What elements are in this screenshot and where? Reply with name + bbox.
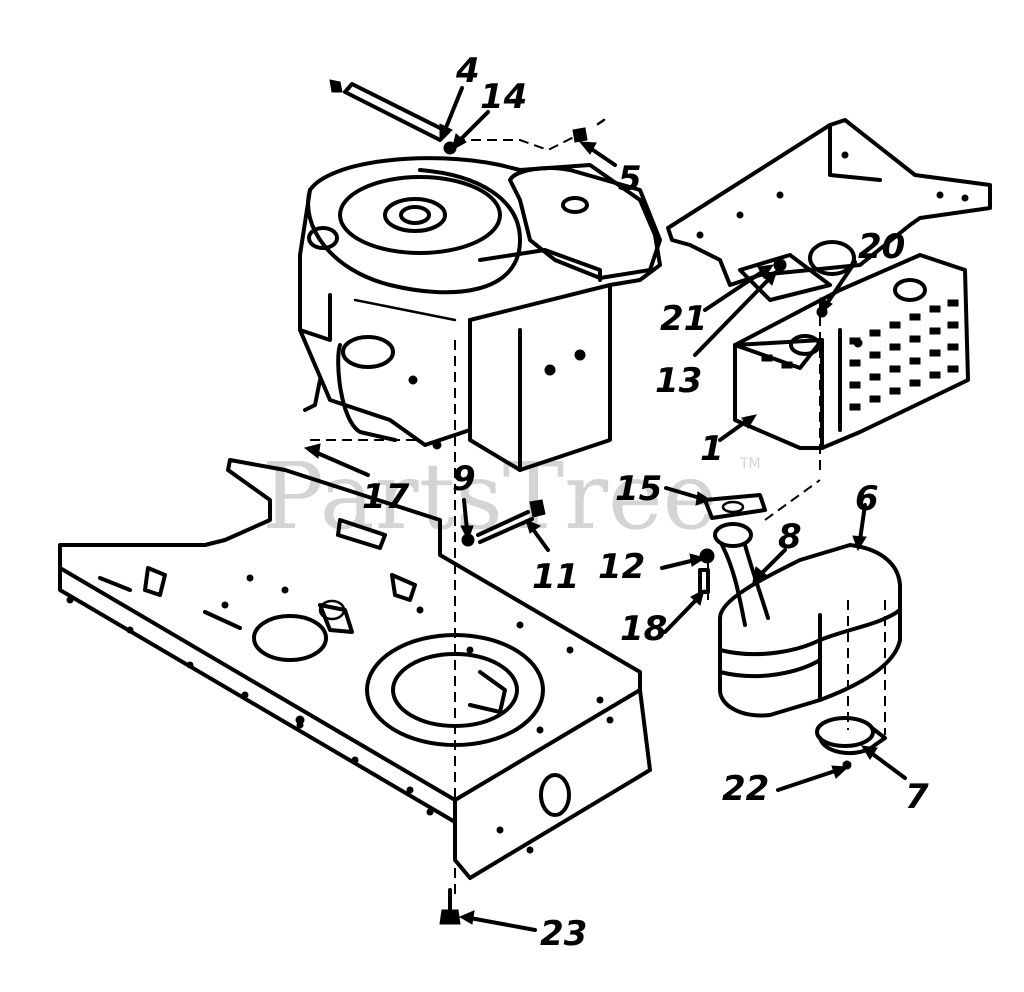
watermark-trademark: TM (739, 456, 761, 472)
assembly-lines (310, 134, 886, 900)
callout-22: 22 (722, 769, 769, 809)
frame-plate (58, 458, 652, 880)
bolt-23 (439, 888, 461, 925)
callout-11: 11 (532, 557, 579, 597)
leader-arrows (303, 86, 907, 932)
frame-holes (66, 574, 614, 854)
callout-9: 9 (452, 459, 476, 499)
muffler-bracket (666, 118, 992, 302)
callout-18: 18 (620, 609, 667, 649)
callout-12: 12 (598, 547, 645, 587)
guard-louvers (761, 299, 959, 411)
callout-6: 6 (855, 479, 879, 519)
engine (298, 156, 662, 472)
callout-1: 1 (700, 429, 724, 469)
long-bolt (461, 499, 546, 547)
callout-20: 20 (858, 227, 905, 267)
callout-13: 13 (655, 361, 702, 401)
callout-21: 21 (660, 299, 707, 339)
callout-labels: 4 14 5 20 21 13 1 17 9 15 6 8 12 11 18 2… (362, 51, 929, 954)
callout-15: 15 (615, 469, 662, 509)
callout-23: 23 (540, 914, 587, 954)
callout-5: 5 (618, 159, 642, 199)
callout-7: 7 (905, 777, 929, 817)
callout-14: 14 (480, 77, 527, 117)
callout-17: 17 (362, 477, 410, 517)
muffler-guard (733, 253, 970, 450)
callout-8: 8 (778, 517, 802, 557)
callout-4: 4 (455, 51, 480, 91)
muffler (698, 493, 902, 770)
cable-bar (329, 79, 606, 155)
